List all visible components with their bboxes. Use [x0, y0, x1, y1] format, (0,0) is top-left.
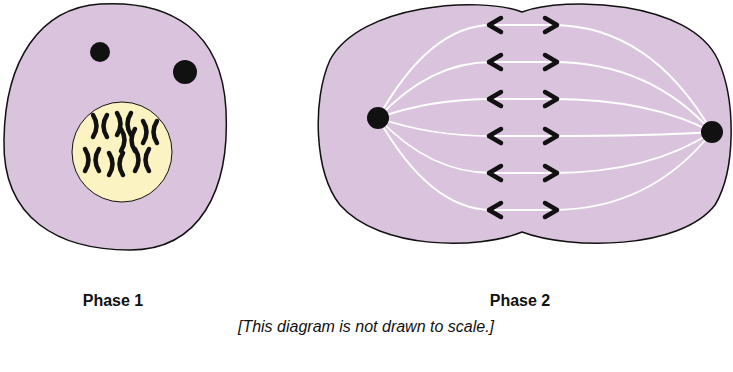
stroke — [132, 129, 136, 151]
cell-membrane — [4, 4, 226, 250]
scale-note: [This diagram is not drawn to scale.] — [238, 318, 494, 336]
stroke — [109, 153, 113, 175]
stroke — [85, 149, 89, 171]
stroke — [489, 166, 501, 180]
stroke — [545, 55, 557, 69]
stroke — [120, 153, 124, 175]
stroke — [143, 121, 147, 143]
phase-label: Phase 2 — [490, 292, 550, 310]
phase-label: Phase 1 — [83, 292, 143, 310]
stroke — [545, 129, 557, 143]
stroke — [146, 149, 150, 171]
stroke — [545, 18, 557, 32]
stroke — [489, 92, 501, 106]
chromosomes — [85, 113, 157, 175]
centrosome — [701, 121, 723, 143]
centrosome — [367, 107, 389, 129]
stroke — [489, 55, 501, 69]
stroke — [121, 129, 125, 151]
centrosome — [173, 60, 197, 84]
separating-chromatids — [489, 18, 557, 217]
stroke — [489, 129, 501, 143]
stroke — [489, 203, 501, 217]
stroke — [489, 18, 501, 32]
stroke — [117, 113, 121, 135]
stroke — [128, 113, 132, 135]
stroke — [545, 166, 557, 180]
spindle-fibres — [378, 25, 712, 210]
stroke — [96, 149, 100, 171]
stroke — [154, 121, 158, 143]
stroke — [378, 25, 712, 132]
stroke — [104, 115, 108, 137]
centrosome — [90, 42, 110, 62]
stroke — [378, 62, 712, 132]
stroke — [545, 92, 557, 106]
stroke — [545, 203, 557, 217]
dividing-cell — [318, 4, 731, 243]
nucleus — [72, 102, 172, 202]
stroke — [93, 115, 97, 137]
stroke — [378, 118, 712, 210]
